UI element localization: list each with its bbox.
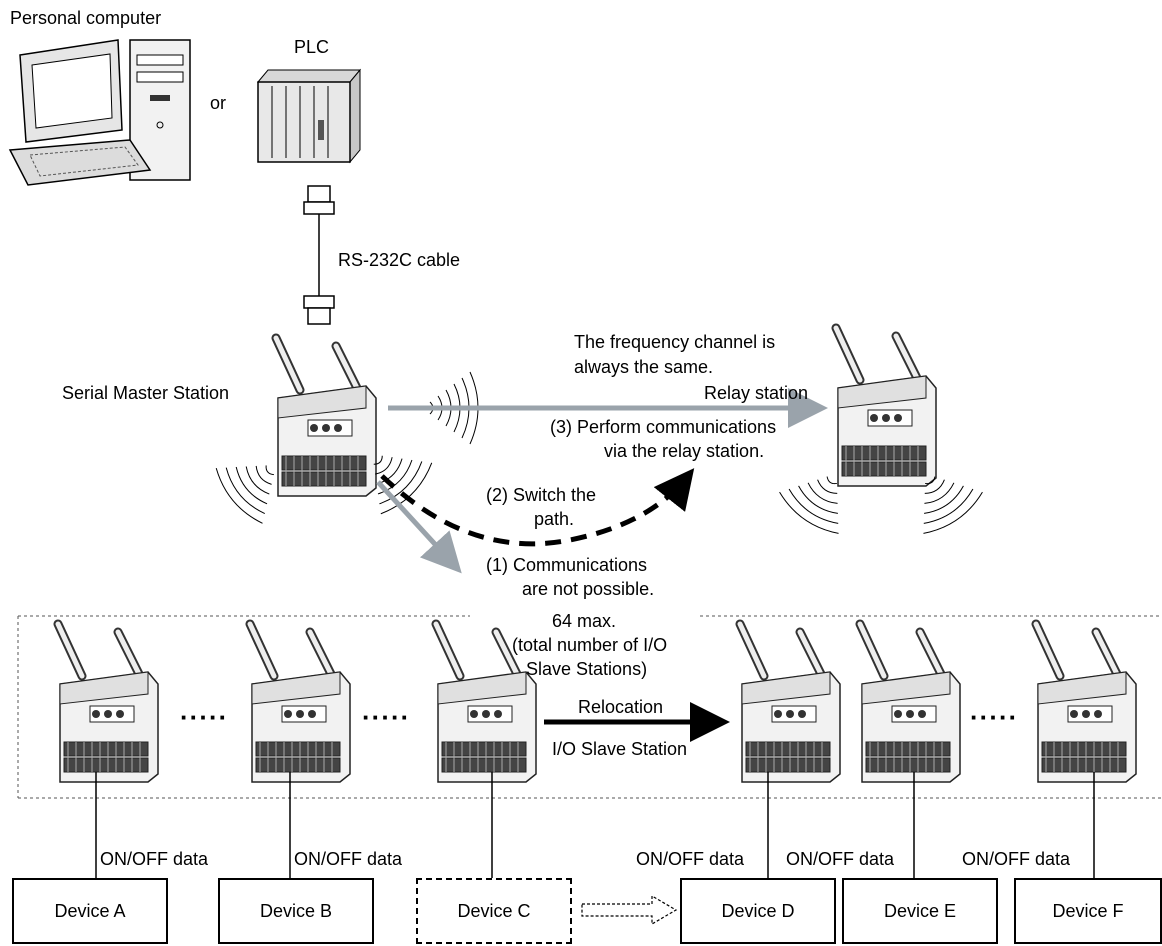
rs232c-cable-icon — [303, 185, 335, 325]
io-slave-station-unit — [1036, 624, 1136, 782]
device-d-box: Device D — [680, 878, 836, 944]
step3-label-line1: (3) Perform communications — [550, 417, 777, 437]
io-slave-station-unit — [740, 624, 840, 782]
ellipsis-dots: ····· — [180, 702, 229, 732]
plc-label: PLC — [294, 37, 330, 57]
onoff-data-label: ON/OFF data — [786, 849, 895, 869]
or-label: or — [210, 93, 227, 113]
device-c-box: Device C — [416, 878, 572, 944]
serial-master-station-unit — [276, 338, 376, 496]
relocation-label: Relocation — [578, 697, 664, 717]
personal-computer-icon — [8, 39, 191, 186]
onoff-data-label: ON/OFF data — [962, 849, 1071, 869]
ellipsis-dots: ····· — [362, 702, 411, 732]
relay-station-unit — [836, 328, 936, 486]
relocation-outline-arrow — [581, 894, 678, 926]
max-label-line2: (total number of I/O — [512, 635, 668, 655]
step1-label-line1: (1) Communications — [486, 555, 648, 575]
relay-station-label: Relay station — [704, 383, 809, 403]
step3-label-line2: via the relay station. — [604, 441, 765, 461]
device-connection-lines — [95, 772, 1095, 878]
blocked-communication-arrow — [376, 480, 462, 574]
device-a-box: Device A — [12, 878, 168, 944]
device-b-box: Device B — [218, 878, 374, 944]
onoff-data-label: ON/OFF data — [294, 849, 403, 869]
ellipsis-dots: ····· — [970, 702, 1019, 732]
max-label-line3: Slave Stations) — [526, 659, 648, 679]
io-slave-group-border — [17, 615, 1162, 799]
onoff-data-label: ON/OFF data — [636, 849, 745, 869]
step2-label-line1: (2) Switch the — [486, 485, 597, 505]
personal-computer-label: Personal computer — [10, 8, 162, 28]
rs232c-cable-label: RS-232C cable — [338, 250, 461, 270]
serial-master-station-label: Serial Master Station — [62, 383, 230, 403]
device-e-box: Device E — [842, 878, 998, 944]
plc-icon — [256, 68, 362, 164]
step2-label-line2: path. — [534, 509, 575, 529]
step1-label-line2: are not possible. — [522, 579, 655, 599]
io-slave-station-unit — [58, 624, 158, 782]
frequency-note-line2: always the same. — [574, 357, 714, 377]
device-f-box: Device F — [1014, 878, 1162, 944]
io-slave-station-unit — [860, 624, 960, 782]
io-slave-station-label: I/O Slave Station — [552, 739, 688, 759]
max-label-line1: 64 max. — [552, 611, 617, 631]
frequency-note-line1: The frequency channel is — [574, 332, 776, 352]
io-slave-station-unit — [250, 624, 350, 782]
onoff-data-label: ON/OFF data — [100, 849, 209, 869]
switch-path-arrow — [380, 468, 695, 547]
